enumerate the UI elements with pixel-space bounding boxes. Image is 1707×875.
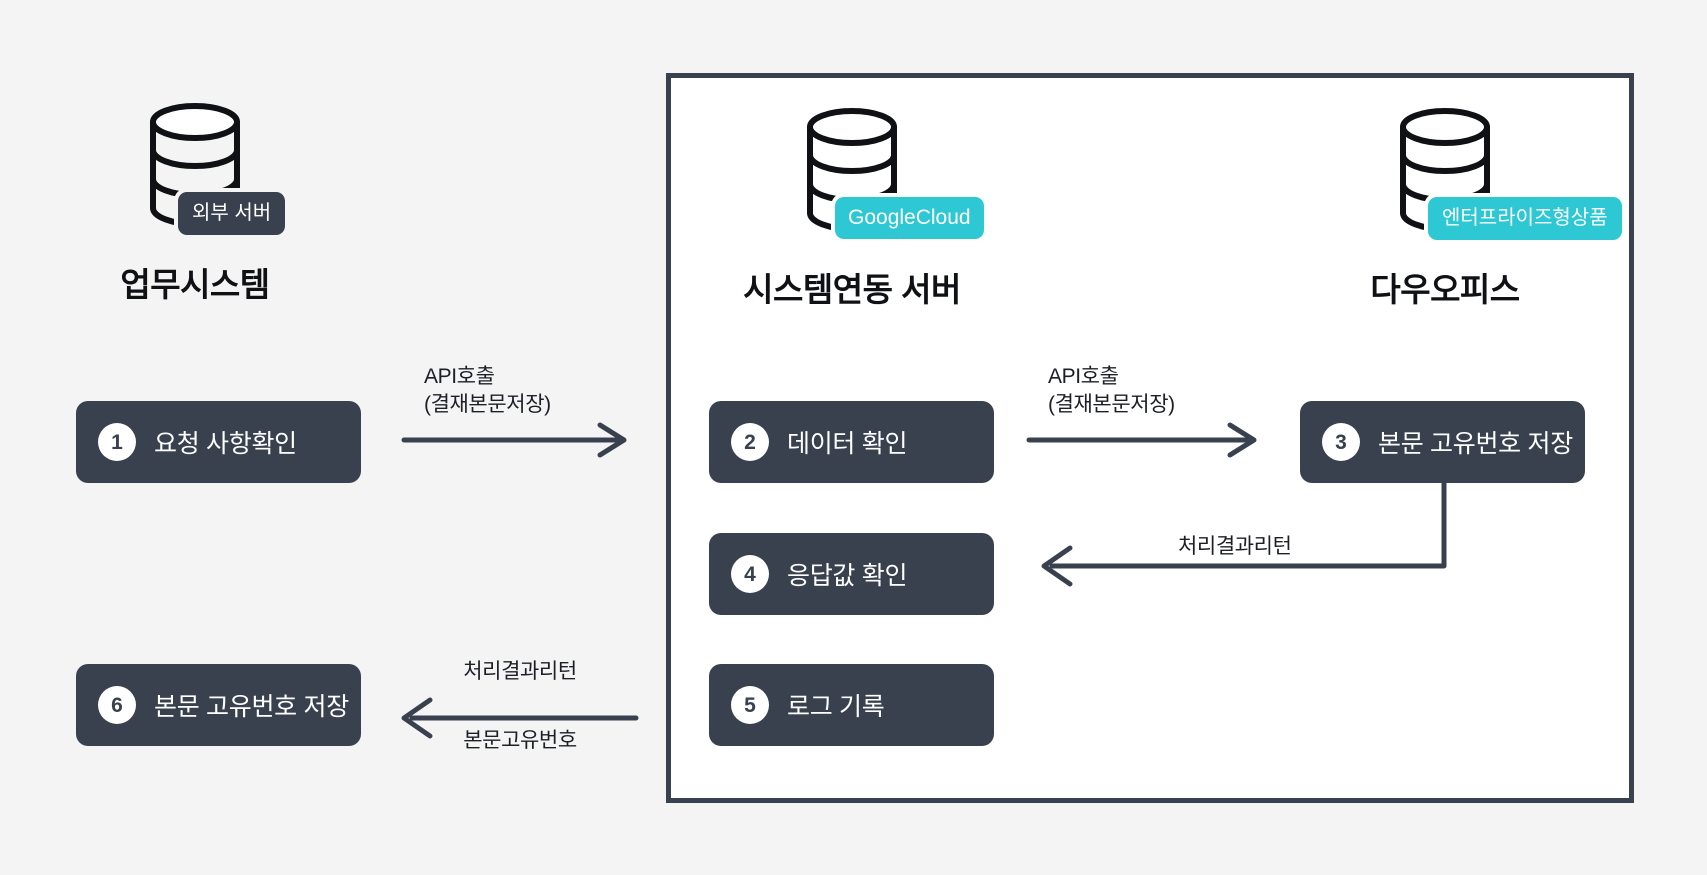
step-number-badge: 3 xyxy=(1322,423,1360,461)
badge-enterprise-product: 엔터프라이즈형상품 xyxy=(1428,197,1622,240)
step-number-badge: 4 xyxy=(731,555,769,593)
step-pill-1[interactable]: 1 요청 사항확인 xyxy=(76,401,361,483)
database-cylinder-icon: 엔터프라이즈형상품 xyxy=(1395,105,1622,245)
connector-label-line1: API호출 xyxy=(424,365,495,388)
connector-label-line1: 처리결과리턴 xyxy=(1178,535,1292,558)
step-number-badge: 2 xyxy=(731,423,769,461)
connector-label-line1: API호출 xyxy=(1048,365,1119,388)
badge-external-server: 외부 서버 xyxy=(178,192,286,235)
step-pill-3[interactable]: 3 본문 고유번호 저장 xyxy=(1300,401,1585,483)
connector-label-line1: 처리결과리턴 xyxy=(463,660,577,683)
connector-label-return-middle: 처리결과리턴 xyxy=(1178,533,1292,561)
step-number-badge: 1 xyxy=(98,423,136,461)
step-label: 데이터 확인 xyxy=(787,430,908,458)
connector-label-api-call-left: API호출 (결재본문저장) xyxy=(404,363,644,418)
step-number-badge: 6 xyxy=(98,686,136,724)
step-label: 응답값 확인 xyxy=(787,562,908,590)
step-pill-2[interactable]: 2 데이터 확인 xyxy=(709,401,994,483)
node-integration-server: GoogleCloud 시스템연동 서버 xyxy=(722,105,984,311)
step-label: 요청 사항확인 xyxy=(154,430,297,458)
node-external-system: 외부 서버 업무시스템 xyxy=(65,100,325,306)
connector-label-line2: (결재본문저장) xyxy=(1048,392,1175,416)
database-cylinder-icon: 외부 서버 xyxy=(145,100,286,240)
node-title-daouoffice: 다우오피스 xyxy=(1370,271,1520,308)
arrow-api-call-left xyxy=(401,422,627,458)
node-title-external-system: 업무시스템 xyxy=(120,266,270,303)
connector-label-line2: 본문고유번호 xyxy=(463,729,577,752)
step-label: 본문 고유번호 저장 xyxy=(154,693,349,721)
database-cylinder-icon: GoogleCloud xyxy=(802,105,984,245)
step-label: 로그 기록 xyxy=(787,693,885,721)
arrow-api-call-middle xyxy=(1026,422,1257,458)
step-number-badge: 5 xyxy=(731,686,769,724)
node-title-integration-server: 시스템연동 서버 xyxy=(743,271,961,308)
step-pill-5[interactable]: 5 로그 기록 xyxy=(709,664,994,746)
connector-label-return-left-bottom: 본문고유번호 xyxy=(400,727,640,755)
connector-label-api-call-middle: API호출 (결재본문저장) xyxy=(1024,363,1264,418)
badge-google-cloud: GoogleCloud xyxy=(835,197,984,239)
node-daouoffice: 엔터프라이즈형상품 다우오피스 xyxy=(1315,105,1622,311)
connector-label-line2: (결재본문저장) xyxy=(424,392,551,416)
step-pill-6[interactable]: 6 본문 고유번호 저장 xyxy=(76,664,361,746)
arrow-return-middle xyxy=(1041,479,1447,587)
arrow-return-left xyxy=(401,697,639,739)
connector-label-return-left-top: 처리결과리턴 xyxy=(400,658,640,686)
step-pill-4[interactable]: 4 응답값 확인 xyxy=(709,533,994,615)
step-label: 본문 고유번호 저장 xyxy=(1378,430,1573,458)
